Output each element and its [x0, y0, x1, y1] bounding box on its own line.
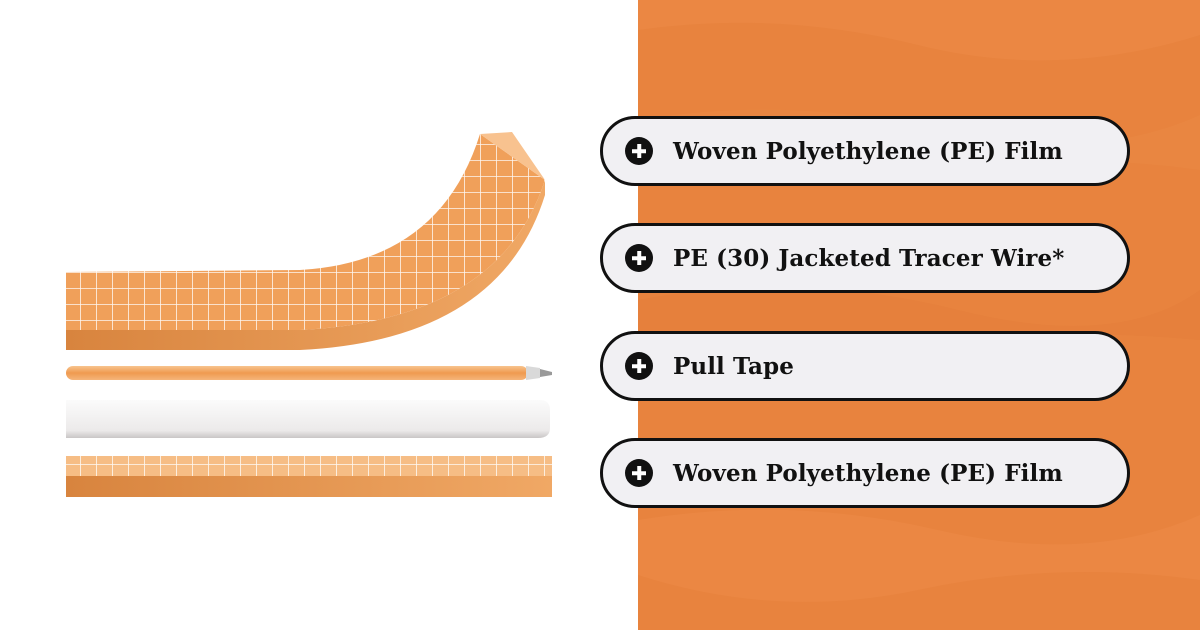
accent-background-panel — [638, 0, 1200, 630]
layer-item-woven-film-top[interactable]: Woven Polyethylene (PE) Film — [600, 116, 1130, 186]
plus-circle-icon — [625, 352, 653, 380]
layer-label: Woven Polyethylene (PE) Film — [673, 137, 1063, 165]
layer-label: Woven Polyethylene (PE) Film — [673, 459, 1063, 487]
plus-circle-icon — [625, 244, 653, 272]
layer-item-tracer-wire[interactable]: PE (30) Jacketed Tracer Wire* — [600, 223, 1130, 293]
pull-tape — [66, 400, 550, 438]
plus-circle-icon — [625, 459, 653, 487]
layer-item-pull-tape[interactable]: Pull Tape — [600, 331, 1130, 401]
tracer-wire — [66, 366, 552, 380]
layer-label: PE (30) Jacketed Tracer Wire* — [673, 244, 1065, 272]
bottom-woven-film — [66, 456, 552, 497]
layer-list: Woven Polyethylene (PE) Film PE (30) Jac… — [600, 0, 1140, 630]
wave-texture — [638, 0, 1200, 630]
plus-circle-icon — [625, 137, 653, 165]
layer-item-woven-film-bottom[interactable]: Woven Polyethylene (PE) Film — [600, 438, 1130, 508]
cable-layers-diagram — [66, 132, 552, 497]
top-woven-film — [66, 132, 545, 350]
layer-label: Pull Tape — [673, 352, 794, 380]
